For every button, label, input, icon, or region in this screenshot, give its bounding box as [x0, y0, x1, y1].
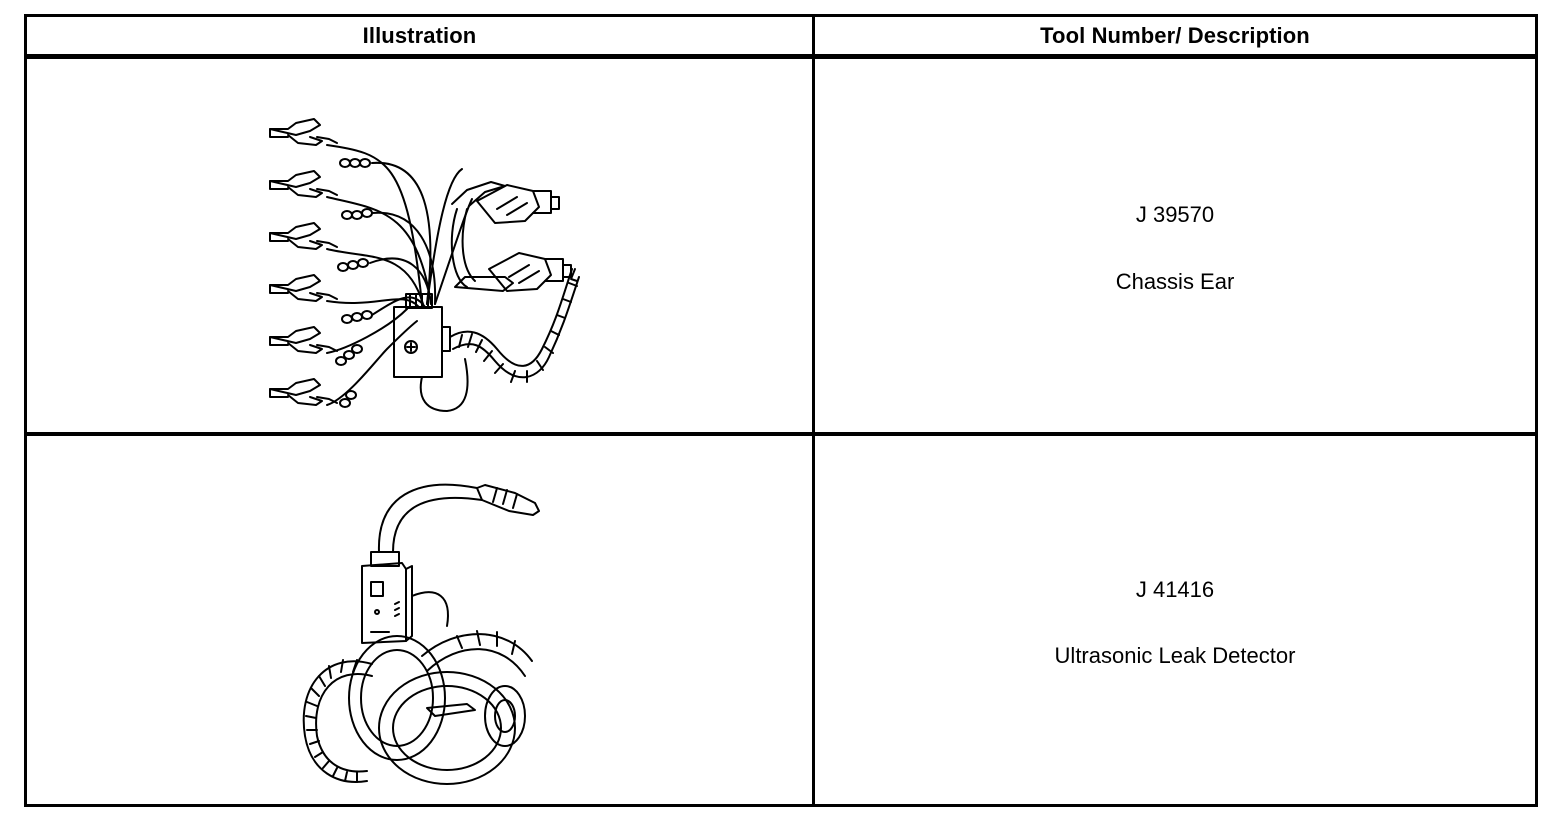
header-divider	[27, 54, 1535, 59]
chassis-ear-kit-icon	[269, 59, 812, 432]
table-row-1-description: J 39570 Chassis Ear	[815, 59, 1535, 432]
tool-name: Chassis Ear	[1115, 269, 1235, 294]
table-row-1-illustration	[27, 59, 812, 432]
tool-table: Illustration Tool Number/ Description	[24, 14, 1538, 807]
header-tool-description: Tool Number/ Description	[1040, 22, 1310, 48]
row-divider	[27, 432, 1535, 436]
tool-name: Ultrasonic Leak Detector	[1054, 643, 1296, 668]
tool-number: J 39570	[1135, 202, 1215, 227]
table-row-2-illustration	[27, 436, 812, 804]
ultrasonic-leak-detector-icon	[27, 436, 812, 804]
column-divider	[812, 17, 815, 804]
table-row-2-description: J 41416 Ultrasonic Leak Detector	[815, 436, 1535, 804]
tool-number: J 41416	[1135, 577, 1215, 602]
header-illustration: Illustration	[362, 22, 477, 48]
